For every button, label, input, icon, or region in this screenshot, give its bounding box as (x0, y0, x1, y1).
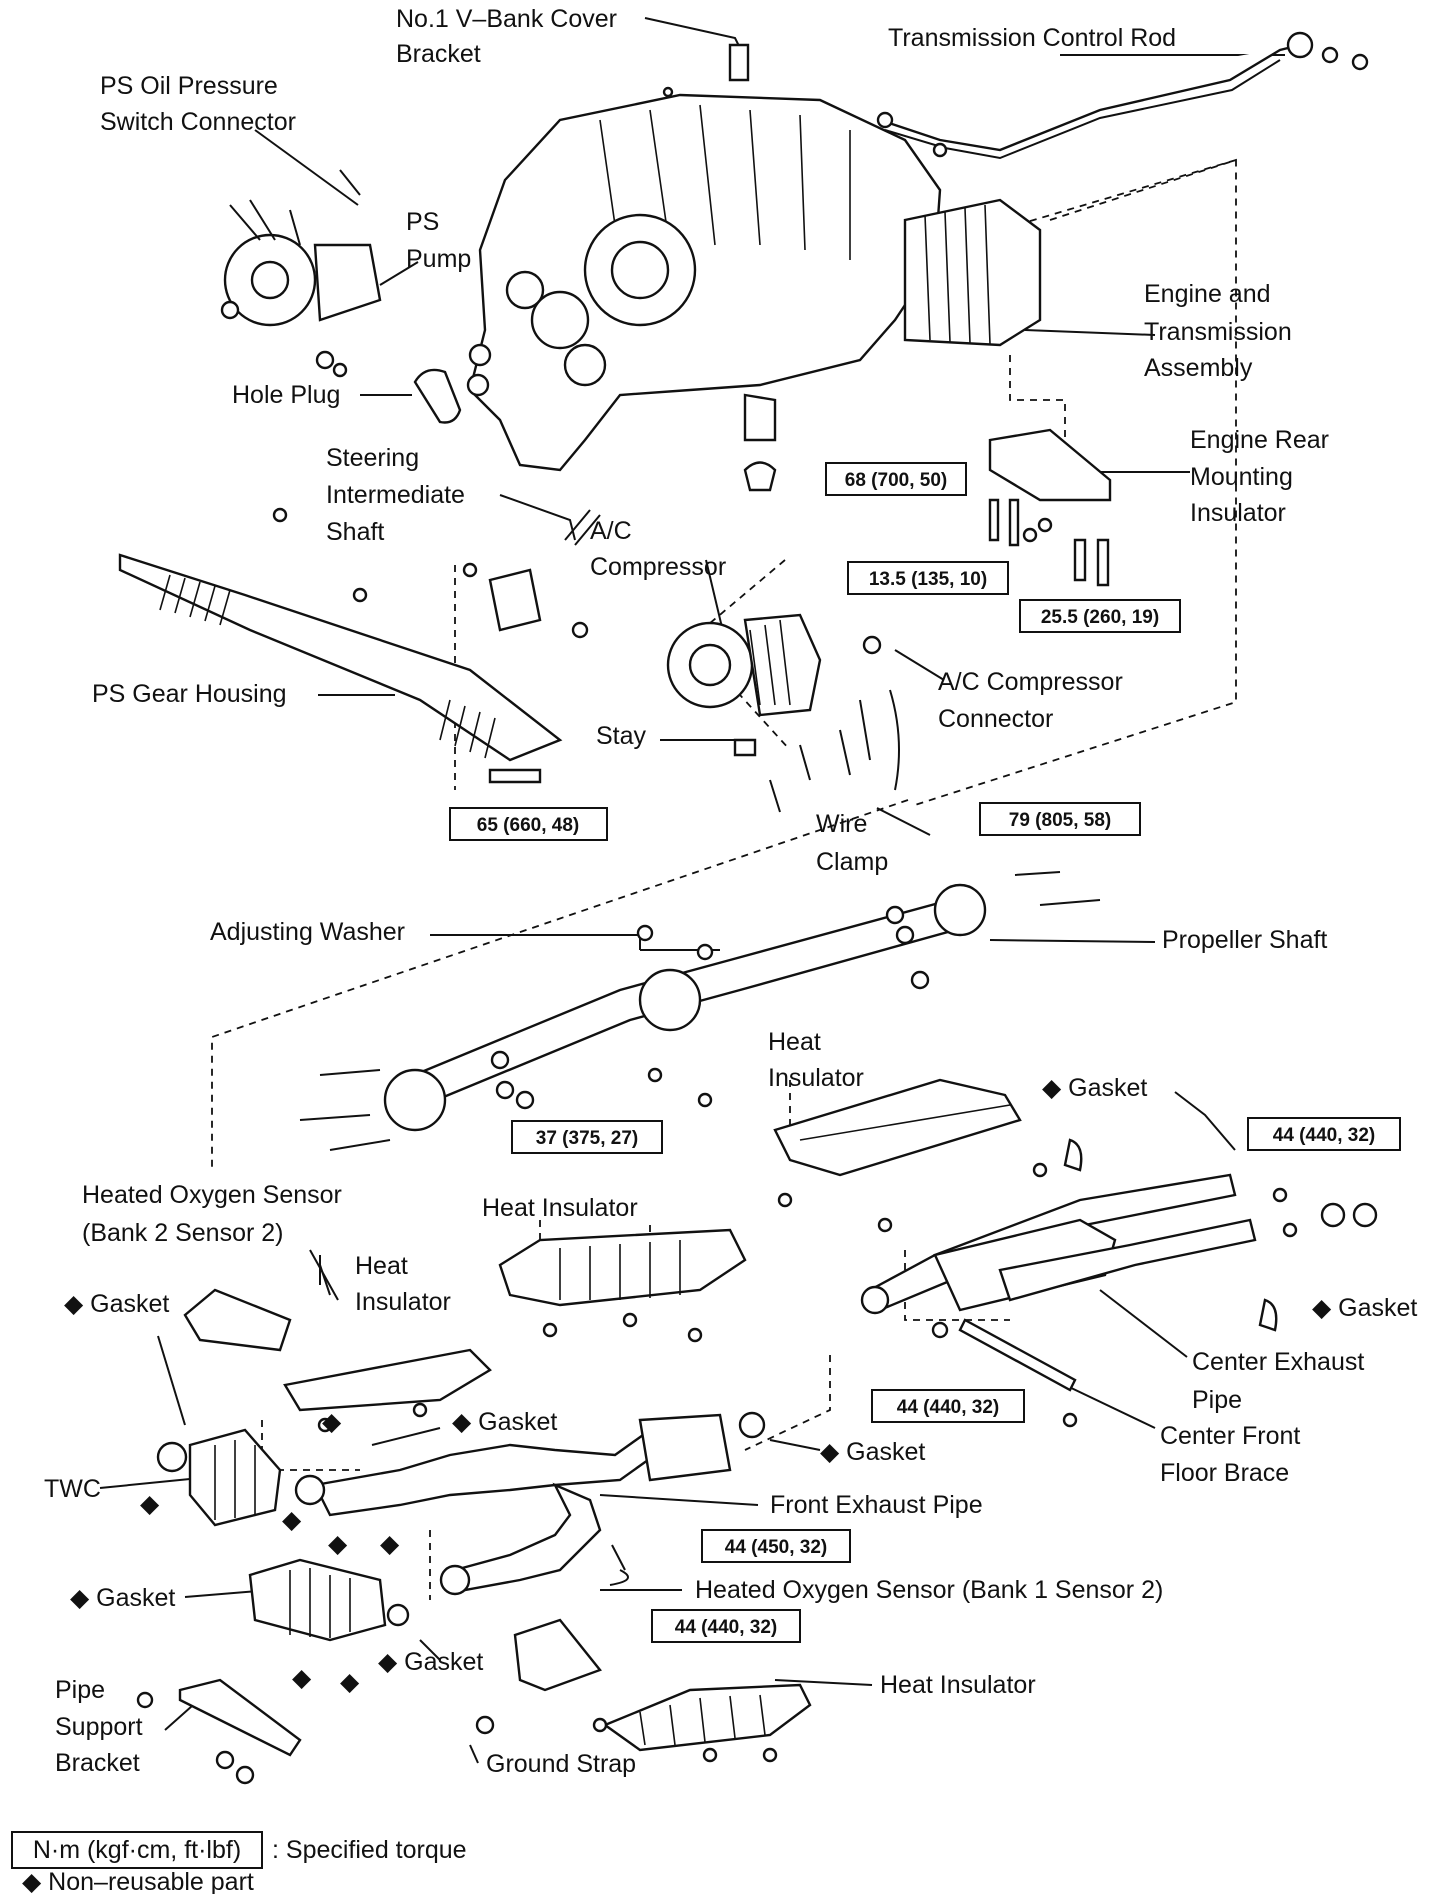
v-bank-cover-bracket (662, 43, 750, 98)
label-ac-compressor: A/C Compressor (590, 517, 726, 581)
twc (156, 1428, 410, 1642)
nonreusable-marker: ◆ (282, 1506, 302, 1534)
label-stay: Stay (596, 722, 647, 750)
label-ps-pump: PS Pump (406, 208, 471, 273)
label-adjusting-washer: Adjusting Washer (210, 918, 405, 946)
svg-text:44 (450, 32): 44 (450, 32) (725, 1537, 827, 1558)
legend-torque-box (11, 1831, 263, 1869)
nonreusable-marker: ◆ (140, 1490, 160, 1518)
torque-box-65: 65 (660, 48) (449, 807, 608, 841)
label-twc: TWC (44, 1475, 101, 1503)
ps-pump (220, 169, 382, 378)
label-steering-intermediate-shaft: Steering Intermediate Shaft (326, 444, 472, 546)
torque-box-44-upper: 44 (440, 32) (1247, 1117, 1401, 1151)
label-heat-insulator-lower: Heat Insulator (880, 1671, 1036, 1699)
nonreusable-markers: ◆ ◆ ◆ ◆ ◆ ◆ ◆ (140, 1408, 400, 1696)
label-gasket-right-upper: ◆ Gasket (1042, 1074, 1147, 1102)
label-heat-insulator-left: Heat Insulator (355, 1252, 451, 1316)
torque-box-25-5: 25.5 (260, 19) (1019, 599, 1181, 633)
torque-box-44-450: 44 (450, 32) (701, 1529, 851, 1563)
heat-insulator-upper (773, 1078, 1048, 1233)
engine-transmission-assembly (468, 93, 1042, 492)
nonreusable-marker: ◆ (322, 1408, 342, 1436)
torque-box-44-lower: 44 (440, 32) (651, 1609, 801, 1643)
nonreusable-marker: ◆ (292, 1664, 312, 1692)
legend-nonreusable: ◆ Non–reusable part (22, 1868, 254, 1894)
label-gasket-middle: ◆ Gasket (820, 1438, 925, 1466)
torque-box-13-5: 13.5 (135, 10) (847, 561, 1009, 595)
label-hole-plug: Hole Plug (232, 381, 340, 409)
label-gasket-lower: ◆ Gasket (378, 1648, 483, 1676)
pipe-support-bracket (136, 1678, 302, 1785)
svg-text:79 (805, 58): 79 (805, 58) (1009, 810, 1111, 831)
label-transmission-control-rod: Transmission Control Rod (888, 24, 1176, 52)
label-gasket-left-lower: ◆ Gasket (70, 1584, 175, 1612)
label-gasket-left-upper: ◆ Gasket (64, 1290, 169, 1318)
label-ps-gear-housing: PS Gear Housing (92, 680, 287, 708)
svg-text:13.5 (135, 10): 13.5 (135, 10) (869, 569, 987, 590)
propeller-shaft (299, 871, 1101, 1151)
label-ho2-sensor-bank1: Heated Oxygen Sensor (Bank 1 Sensor 2) (695, 1576, 1163, 1604)
svg-text:25.5 (260, 19): 25.5 (260, 19) (1041, 607, 1159, 628)
torque-box-44-center: 44 (440, 32) (871, 1389, 1025, 1423)
legend-torque-units: N·m (kgf·cm, ft·lbf) (33, 1836, 241, 1864)
svg-text:68 (700, 50): 68 (700, 50) (845, 470, 947, 491)
svg-text:44 (440, 32): 44 (440, 32) (1273, 1125, 1375, 1146)
svg-text:44 (440, 32): 44 (440, 32) (897, 1397, 999, 1418)
label-heat-insulator-middle: Heat Insulator (482, 1194, 638, 1222)
heat-insulator-left (183, 1288, 492, 1433)
torque-box-79: 79 (805, 58) (979, 802, 1141, 836)
nonreusable-marker: ◆ (380, 1530, 400, 1558)
nonreusable-marker: ◆ (328, 1530, 348, 1558)
oxygen-sensors (319, 1255, 629, 1586)
label-ground-strap: Ground Strap (486, 1750, 636, 1778)
ac-compressor (666, 613, 900, 813)
front-exhaust-pipe (313, 1411, 766, 1596)
hole-plug (413, 343, 492, 424)
part-labels: No.1 V–Bank Cover Bracket Transmission C… (44, 5, 1417, 1778)
legend: N·m (kgf·cm, ft·lbf) : Specified torque … (11, 1831, 467, 1894)
torque-box-68: 68 (700, 50) (825, 462, 967, 496)
legend-torque-description: : Specified torque (272, 1836, 467, 1864)
label-front-exhaust-pipe: Front Exhaust Pipe (770, 1491, 983, 1519)
label-heat-insulator-upper: Heat Insulator (768, 1028, 864, 1092)
torque-specs: 68 (700, 50) 13.5 (135, 10) 25.5 (260, 1… (449, 462, 1401, 1643)
label-gasket-right: ◆ Gasket (1312, 1294, 1417, 1322)
ps-gear-housing (118, 507, 601, 784)
label-engine-rear-mounting-insulator: Engine Rear Mounting Insulator (1190, 426, 1336, 527)
label-engine-transmission-assembly: Engine and Transmission Assembly (1144, 280, 1299, 382)
svg-text:44 (440, 32): 44 (440, 32) (675, 1617, 777, 1638)
label-center-front-floor-brace: Center Front Floor Brace (1160, 1422, 1307, 1487)
label-propeller-shaft: Propeller Shaft (1162, 926, 1327, 954)
heat-insulator-middle (498, 1228, 747, 1343)
center-front-floor-brace (931, 1318, 1078, 1428)
torque-box-37: 37 (375, 27) (511, 1120, 663, 1154)
nonreusable-marker: ◆ (340, 1668, 360, 1696)
label-wire-clamp: Wire Clamp (816, 810, 888, 876)
engine-rear-mounting-insulator (988, 428, 1112, 587)
label-ho2-sensor-bank2: Heated Oxygen Sensor (Bank 2 Sensor 2) (82, 1181, 349, 1247)
label-v-bank-cover-bracket: No.1 V–Bank Cover Bracket (396, 5, 624, 68)
center-exhaust-pipe (860, 1138, 1378, 1332)
label-ps-oil-pressure-switch-connector: PS Oil Pressure Switch Connector (100, 72, 296, 136)
heat-insulator-lower (475, 1618, 812, 1763)
svg-text:37 (375, 27): 37 (375, 27) (536, 1128, 638, 1149)
svg-text:65 (660, 48): 65 (660, 48) (477, 815, 579, 836)
label-gasket-center: ◆ Gasket (452, 1408, 557, 1436)
label-ac-compressor-connector: A/C Compressor Connector (938, 668, 1130, 733)
label-pipe-support-bracket: Pipe Support Bracket (55, 1676, 150, 1777)
transmission-control-rod (876, 31, 1369, 160)
label-center-exhaust-pipe: Center Exhaust Pipe (1192, 1348, 1371, 1414)
